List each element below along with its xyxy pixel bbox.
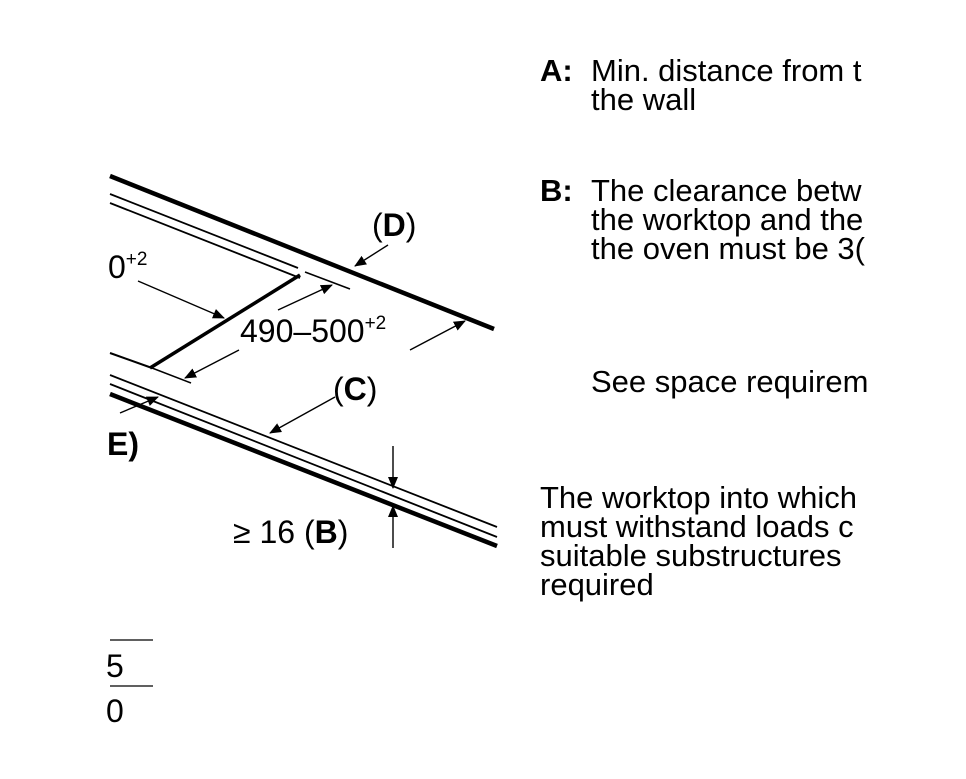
legend-text: The clearance betw xyxy=(591,173,862,208)
table-cell: 0 xyxy=(106,693,124,729)
dim-extension-line xyxy=(151,367,192,384)
legend-text: Min. distance from t xyxy=(591,56,862,88)
oven-front-edge xyxy=(109,391,498,549)
legend: A: Min. distance from t the wall B: The … xyxy=(540,56,966,656)
cutout-top-edge-outer xyxy=(109,193,299,269)
cutout-top-edge-inner xyxy=(109,202,301,279)
worktop-note-line: required xyxy=(540,567,654,602)
worktop-note-line: must withstand loads c xyxy=(540,509,854,544)
worktop-front-edge-outer xyxy=(109,374,498,528)
leader-arrow-c-upper xyxy=(409,320,466,351)
label-d: (D) xyxy=(372,207,416,243)
legend-text: the wall xyxy=(591,82,697,117)
legend-key-a: A: xyxy=(540,56,573,88)
label-top-dim: 0+2 xyxy=(108,249,147,285)
cutout-side-edge xyxy=(149,273,301,370)
legend-text: the worktop and the xyxy=(591,202,864,237)
table-cell: 5 xyxy=(106,648,124,684)
label-c: (C) xyxy=(333,371,377,407)
label-e: E) xyxy=(107,426,139,462)
label-depth-dim: 490–500+2 xyxy=(240,313,386,349)
worktop-note-line: suitable substructures xyxy=(540,538,842,573)
cutout-bottom-edge xyxy=(109,352,153,369)
label-b: ≥ 16 (B) xyxy=(233,514,348,550)
leader-arrow-depth-upper xyxy=(277,284,333,311)
legend-key-b: B: xyxy=(540,173,573,208)
leader-arrow-c-lower xyxy=(269,396,336,434)
worktop-top-edge xyxy=(109,173,495,332)
leader-arrow-e xyxy=(119,396,159,414)
legend-text: the oven must be 3( xyxy=(591,231,865,266)
leader-arrow-top-dim xyxy=(137,280,225,319)
installation-diagram: 0+2 490–500+2 (D) (C) E) ≥ 16 (B) 5 0 xyxy=(106,173,498,729)
leader-arrow-d xyxy=(354,244,389,267)
worktop-front-edge-inner xyxy=(109,383,498,538)
leader-arrow-depth-lower xyxy=(184,349,240,379)
worktop-note-line: The worktop into which xyxy=(540,480,858,515)
space-requirements-note: See space requirem xyxy=(591,364,869,399)
dim-extension-line xyxy=(304,271,351,290)
